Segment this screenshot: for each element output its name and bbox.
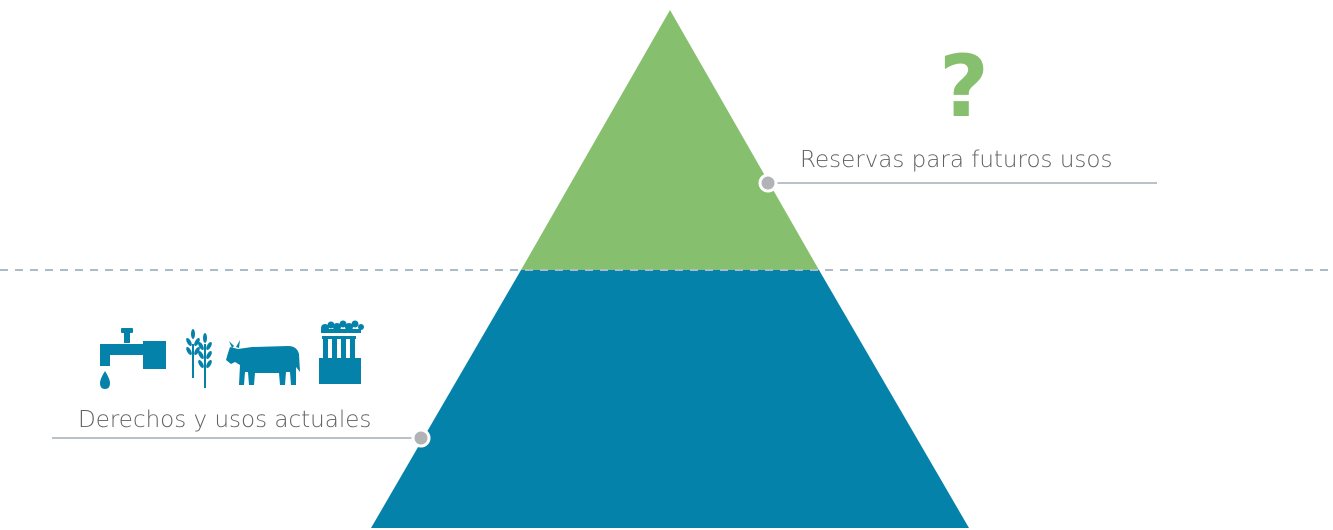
cow-icon xyxy=(226,340,300,385)
current-marker xyxy=(411,428,431,448)
reserves-label: Reservas para futuros usos xyxy=(800,147,1113,173)
wheat-icon xyxy=(186,329,212,388)
reserves-marker xyxy=(758,173,778,193)
current-uses-section xyxy=(371,270,969,528)
question-mark-icon: ? xyxy=(939,37,989,137)
water-tap-icon xyxy=(100,328,166,389)
factory-icon xyxy=(319,320,364,384)
current-uses-label: Derechos y usos actuales xyxy=(78,407,372,433)
reserves-section xyxy=(521,10,819,270)
